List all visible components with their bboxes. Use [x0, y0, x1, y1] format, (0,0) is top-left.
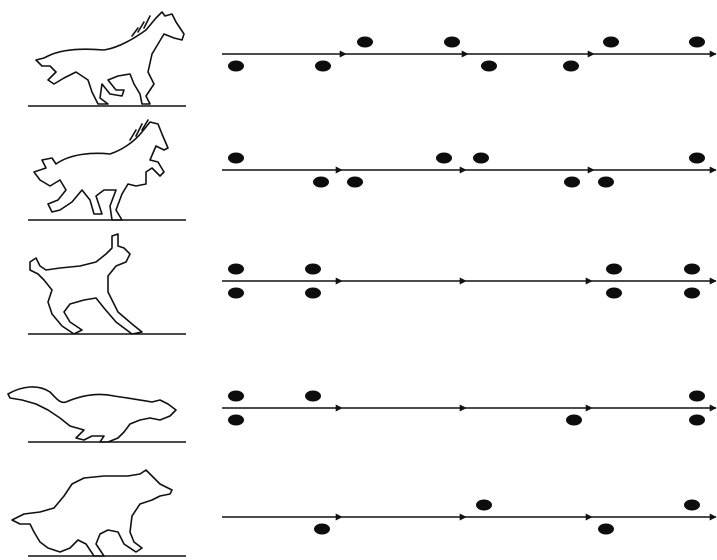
footprint-horse-walking-8 — [689, 36, 705, 48]
footprint-deer-bounding-2 — [228, 287, 244, 299]
footprint-horse-walking-6 — [563, 60, 579, 72]
footprint-horse-walking-3 — [357, 36, 373, 48]
footprint-weasel-bounding-4 — [566, 414, 582, 426]
footprint-dog-galloping-2 — [476, 499, 492, 511]
footprint-deer-bounding-6 — [606, 287, 622, 299]
footprint-deer-bounding-4 — [305, 287, 321, 299]
animal-horse-trotting — [28, 119, 186, 221]
footprint-horse-walking-5 — [481, 60, 497, 72]
footprint-dog-galloping-4 — [684, 499, 700, 511]
footprint-horse-trotting-6 — [564, 176, 580, 188]
footprint-horse-walking-1 — [228, 60, 244, 72]
animal-dog-galloping — [11, 469, 186, 557]
footprint-weasel-bounding-3 — [305, 390, 321, 402]
footprint-horse-walking-7 — [603, 36, 619, 48]
animal-horse-walking — [28, 11, 186, 107]
animal-deer-bounding — [28, 233, 186, 335]
footprints — [228, 36, 705, 535]
footprint-weasel-bounding-2 — [228, 414, 244, 426]
footprint-weasel-bounding-5 — [689, 390, 705, 402]
footprint-deer-bounding-5 — [606, 263, 622, 275]
footprint-horse-walking-4 — [444, 36, 460, 48]
footprint-dog-galloping-3 — [598, 523, 614, 535]
footprint-horse-trotting-4 — [436, 152, 452, 164]
footprint-horse-walking-2 — [315, 60, 331, 72]
footprint-deer-bounding-1 — [228, 263, 244, 275]
footprint-weasel-bounding-6 — [689, 414, 705, 426]
animal-weasel-bounding — [7, 386, 186, 443]
footprint-horse-trotting-8 — [689, 152, 705, 164]
footprint-horse-trotting-5 — [473, 152, 489, 164]
footprint-deer-bounding-8 — [684, 287, 700, 299]
footprint-dog-galloping-1 — [314, 523, 330, 535]
footprint-horse-trotting-2 — [313, 176, 329, 188]
footprint-weasel-bounding-1 — [228, 390, 244, 402]
tracks — [222, 50, 717, 521]
footprint-deer-bounding-7 — [684, 263, 700, 275]
footprint-deer-bounding-3 — [305, 263, 321, 275]
footprint-horse-trotting-7 — [598, 176, 614, 188]
footprint-horse-trotting-1 — [228, 152, 244, 164]
footprint-horse-trotting-3 — [347, 176, 363, 188]
